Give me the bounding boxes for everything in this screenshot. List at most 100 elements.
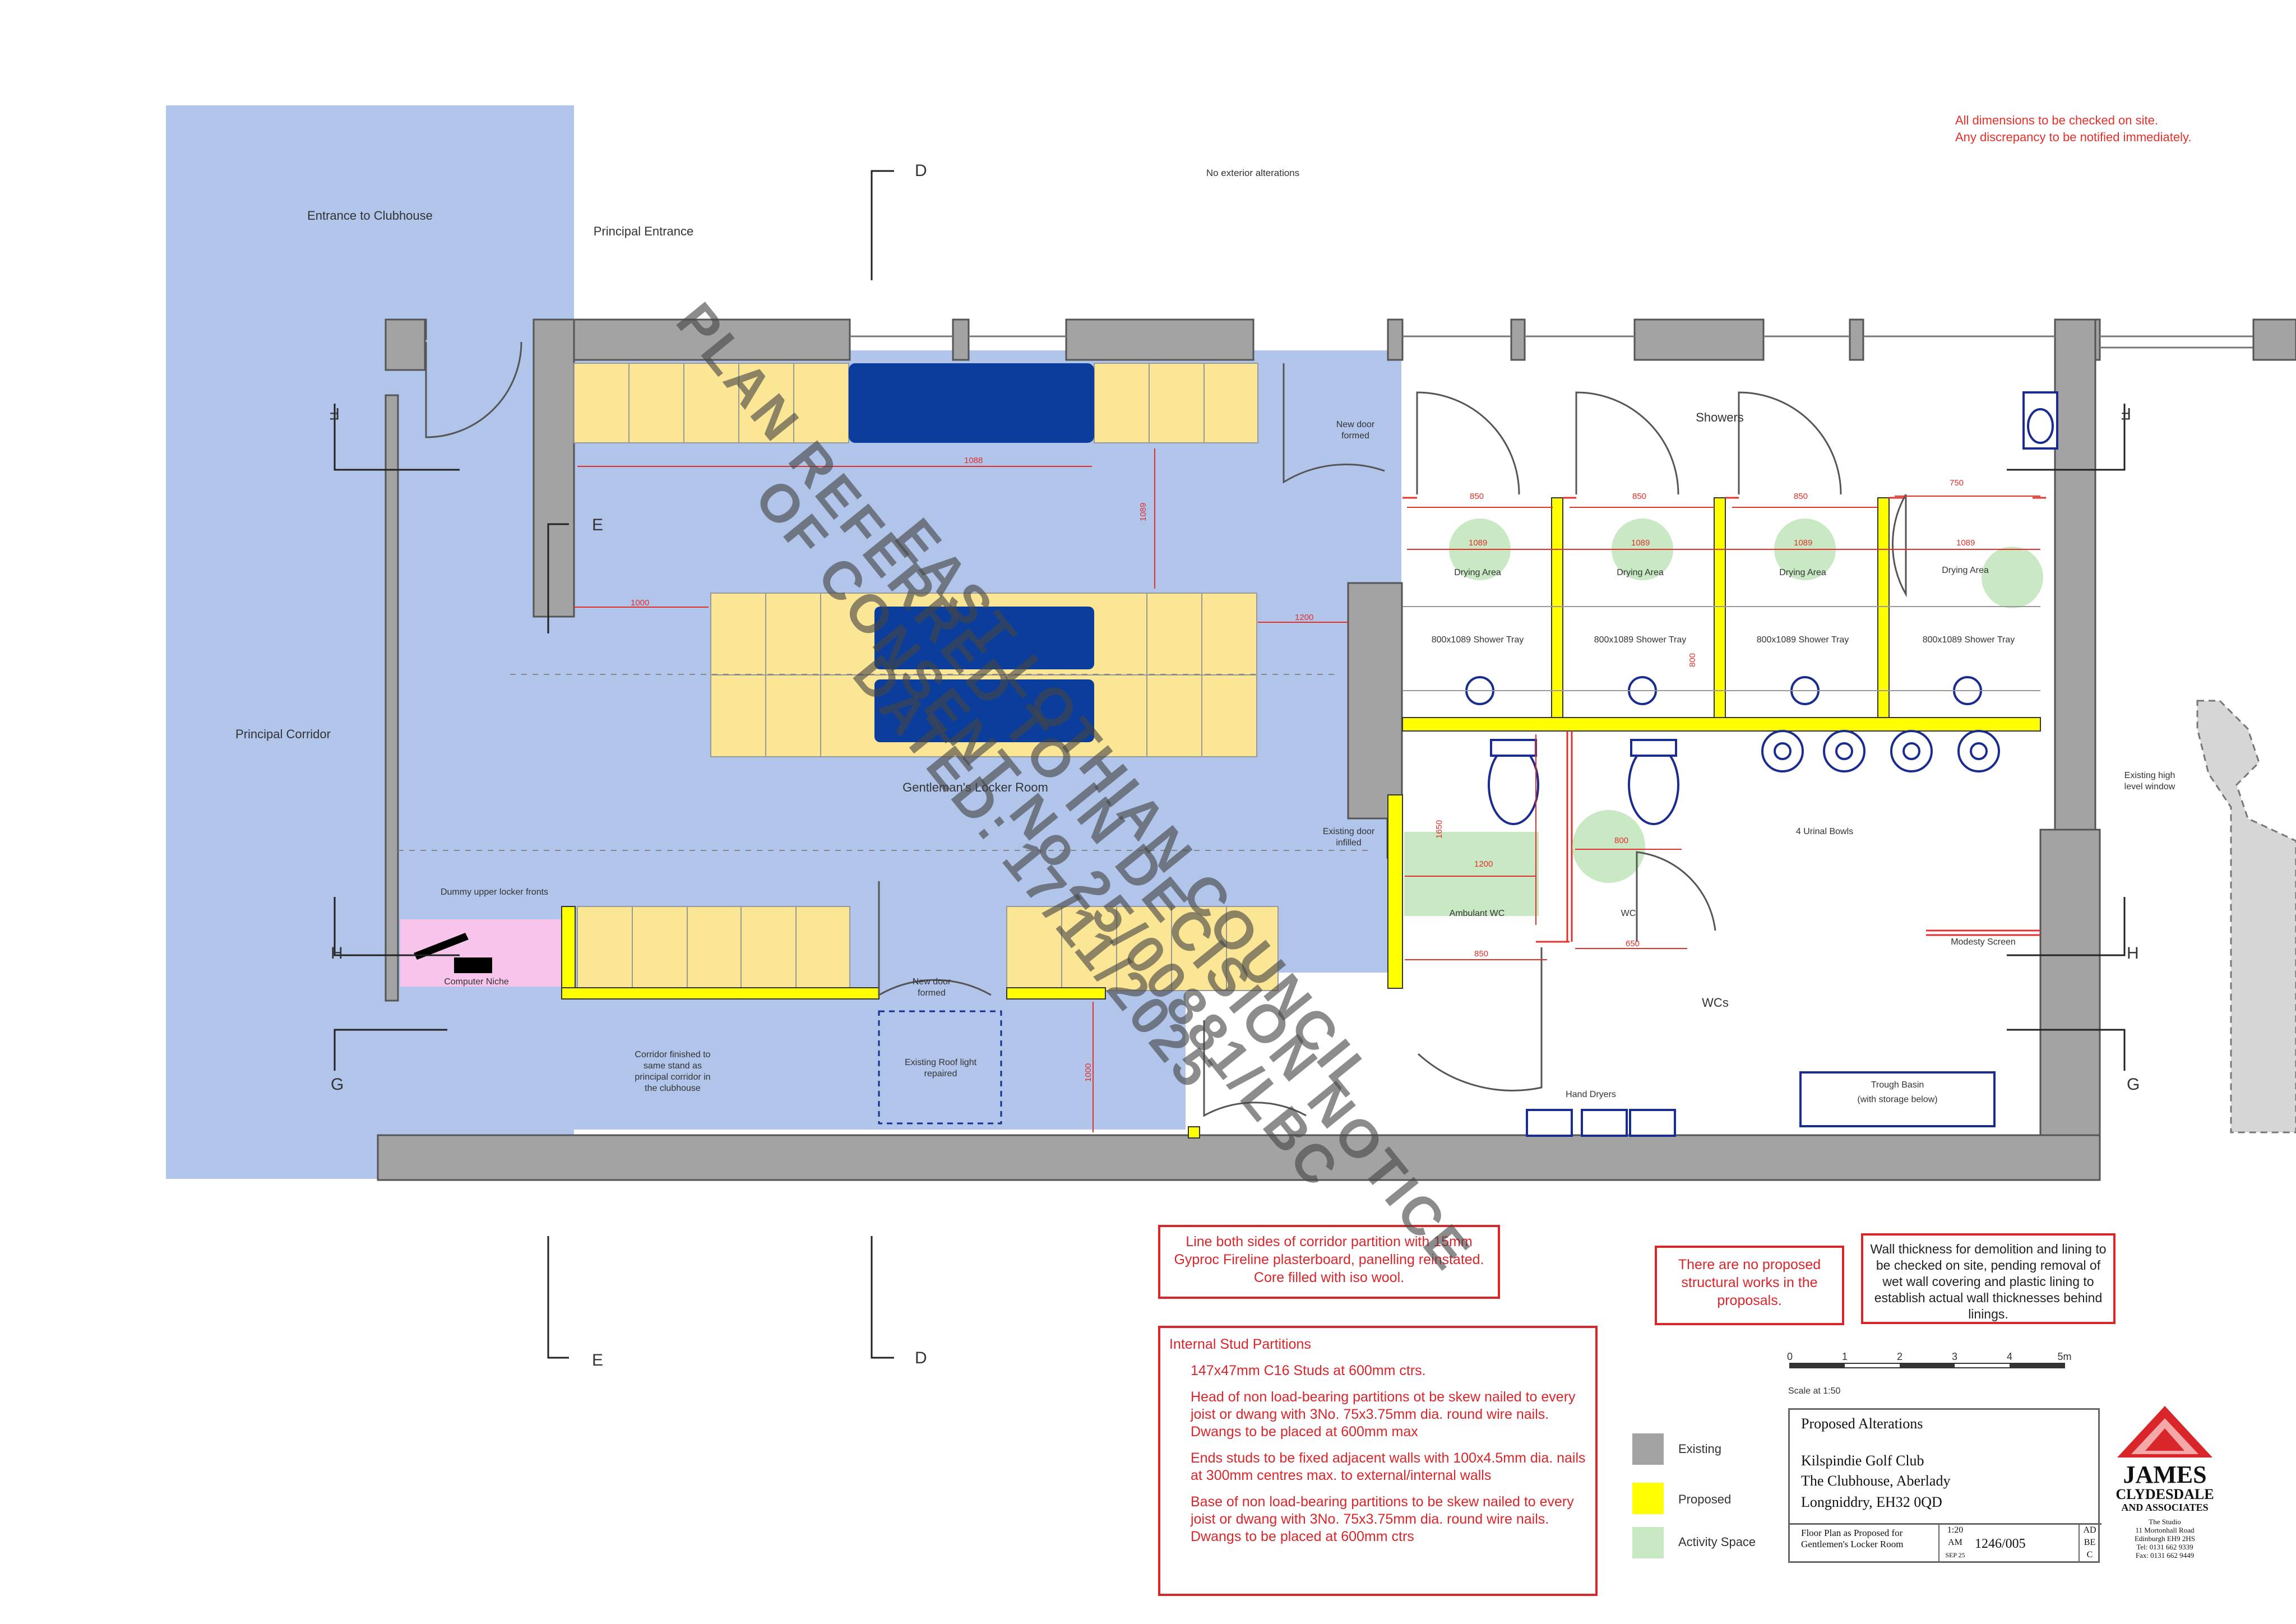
- label-line: level window: [2124, 782, 2175, 792]
- label-hand-dryers: Hand Dryers: [1566, 1090, 1616, 1099]
- firm-name-3: AND ASSOCIATES: [2121, 1502, 2209, 1513]
- section-letters: D D E E F F H H G G: [330, 161, 2140, 1369]
- firm-logo: JAMES CLYDESDALE AND ASSOCIATES The Stud…: [2109, 1404, 2221, 1566]
- existing-walls: [377, 318, 2101, 1181]
- label-high-window: Existing high level window: [2124, 771, 2175, 792]
- legend-existing-label: Existing: [1678, 1442, 1721, 1456]
- legend-existing-swatch: [1632, 1433, 1664, 1465]
- scale-bar: 0 1 2 3 4 5m Scale at 1:50: [1787, 1351, 2072, 1396]
- tb-number: 1246/005: [1975, 1537, 2026, 1551]
- benches: [849, 363, 1094, 742]
- label-line: New door: [913, 977, 951, 987]
- scale-tick-3: 3: [1952, 1351, 1957, 1362]
- tb-client: Kilspindie Golf Club: [1801, 1452, 1924, 1469]
- label-trough-basin-sub: (with storage below): [1857, 1095, 1937, 1104]
- dim-1089-c: 1089: [1794, 538, 1812, 548]
- legend-proposed-swatch: [1632, 1483, 1664, 1514]
- note-gyproc-text: Line both sides of corridor partition wi…: [1174, 1234, 1484, 1285]
- red-partitions: [1402, 497, 2046, 943]
- label-line: principal corridor in: [635, 1072, 710, 1082]
- tb-address-2: Longniddry, EH32 0QD: [1801, 1494, 1942, 1510]
- label-locker-room: Gentleman's Locker Room: [902, 780, 1048, 794]
- header-note-line2: Any discrepancy to be notified immediate…: [1955, 130, 2191, 144]
- door-swings: [425, 341, 1907, 1117]
- label-line: same stand as: [644, 1061, 702, 1071]
- firm-logo-icon: [2117, 1406, 2212, 1458]
- header-note-line1: All dimensions to be checked on site.: [1955, 113, 2158, 127]
- note-stud-2: Head of non load-bearing partitions ot b…: [1191, 1389, 1576, 1440]
- label-dummy-lockers: Dummy upper locker fronts: [441, 887, 548, 897]
- label-tray-2: 800x1089 Shower Tray: [1594, 635, 1687, 645]
- label-ambulant-wc: Ambulant WC: [1450, 909, 1505, 918]
- tb-heading: Proposed Alterations: [1801, 1415, 1923, 1432]
- scale-tick-1: 1: [1842, 1351, 1848, 1362]
- dim-1089-v: 1089: [1138, 503, 1148, 521]
- legend-activity-swatch: [1632, 1527, 1664, 1558]
- note-stud-title: Internal Stud Partitions: [1169, 1336, 1311, 1352]
- dim-650: 650: [1626, 939, 1640, 949]
- proposed-partitions: [561, 497, 2041, 1139]
- tb-rev-ad: AD: [2083, 1525, 2096, 1535]
- tb-meta: 1:20 AM SEP 25: [1938, 1524, 1971, 1561]
- shower-tray-lines: [1402, 606, 2040, 691]
- dim-1200-b: 1200: [1474, 859, 1493, 869]
- firm-name-1: JAMES: [2123, 1461, 2207, 1488]
- dim-850-c: 850: [1794, 492, 1808, 501]
- marker-e-top: E: [592, 516, 603, 534]
- dashed-lines: [398, 674, 1373, 851]
- roof-light-outline: [878, 1010, 1002, 1125]
- tb-address-1: The Clubhouse, Aberlady: [1801, 1473, 1951, 1489]
- activity-spaces: [1404, 519, 2043, 916]
- legend-activity-label: Activity Space: [1678, 1535, 1756, 1549]
- label-drying-1: Drying Area: [1454, 568, 1501, 577]
- label-urinals: 4 Urinal Bowls: [1796, 827, 1853, 836]
- label-line: infilled: [1336, 838, 1361, 848]
- label-modesty-screen: Modesty Screen: [1951, 937, 2016, 947]
- tb-rev-c: C: [2086, 1550, 2093, 1560]
- dim-1089-a: 1089: [1469, 538, 1487, 548]
- computer-icon: [414, 933, 492, 973]
- label-wc: WC: [1621, 909, 1636, 918]
- label-line: repaired: [924, 1069, 957, 1079]
- note-stud-partitions: Internal Stud Partitions 147x47mm C16 St…: [1158, 1326, 1598, 1596]
- label-line: New door: [1336, 420, 1375, 429]
- firm-name-2: CLYDESDALE: [2116, 1486, 2214, 1502]
- scale-label: Scale at 1:50: [1788, 1386, 1841, 1396]
- note-stud-1: 147x47mm C16 Studs at 600mm ctrs.: [1191, 1363, 1426, 1378]
- label-line: formed: [918, 988, 946, 998]
- marker-h-right: H: [2127, 944, 2139, 963]
- dimension-texts: 1088 1089 1000 1200 850 850 850 750 1089…: [631, 456, 1975, 1082]
- dim-1650: 1650: [1434, 820, 1444, 839]
- label-line: Existing high: [2124, 771, 2175, 780]
- dim-1000-v: 1000: [1084, 1063, 1093, 1082]
- dim-850-d: 850: [1474, 949, 1488, 959]
- label-showers: Showers: [1696, 410, 1744, 424]
- marker-g-right: G: [2127, 1075, 2140, 1094]
- label-principal-corridor: Principal Corridor: [235, 727, 331, 741]
- firm-address: The Studio 11 Mortonhall Road Edinburgh …: [2134, 1517, 2196, 1560]
- label-tray-4: 800x1089 Shower Tray: [1923, 635, 2015, 645]
- tb-scale: 1:20: [1947, 1525, 1964, 1535]
- tb-drawing-title: Floor Plan as Proposed for Gentlemen's L…: [1801, 1528, 1904, 1549]
- dim-1000: 1000: [631, 598, 649, 608]
- legend: Existing Proposed Activity Space: [1632, 1433, 1756, 1558]
- dimension-lines: [574, 448, 2040, 1132]
- label-line: the clubhouse: [645, 1084, 701, 1093]
- room-labels: Entrance to Clubhouse Principal Entrance…: [235, 168, 2016, 1104]
- dim-850-a: 850: [1470, 492, 1484, 501]
- label-drying-4: Drying Area: [1942, 566, 1989, 575]
- label-line: Corridor finished to: [635, 1050, 710, 1059]
- scale-tick-0: 0: [1787, 1351, 1793, 1362]
- dim-1089-b: 1089: [1631, 538, 1650, 548]
- note-gyproc: Line both sides of corridor partition wi…: [1158, 1225, 1500, 1299]
- dim-1089-d: 1089: [1956, 538, 1975, 548]
- label-tray-1: 800x1089 Shower Tray: [1432, 635, 1524, 645]
- label-drying-3: Drying Area: [1779, 568, 1826, 577]
- label-entrance: Entrance to Clubhouse: [307, 209, 433, 223]
